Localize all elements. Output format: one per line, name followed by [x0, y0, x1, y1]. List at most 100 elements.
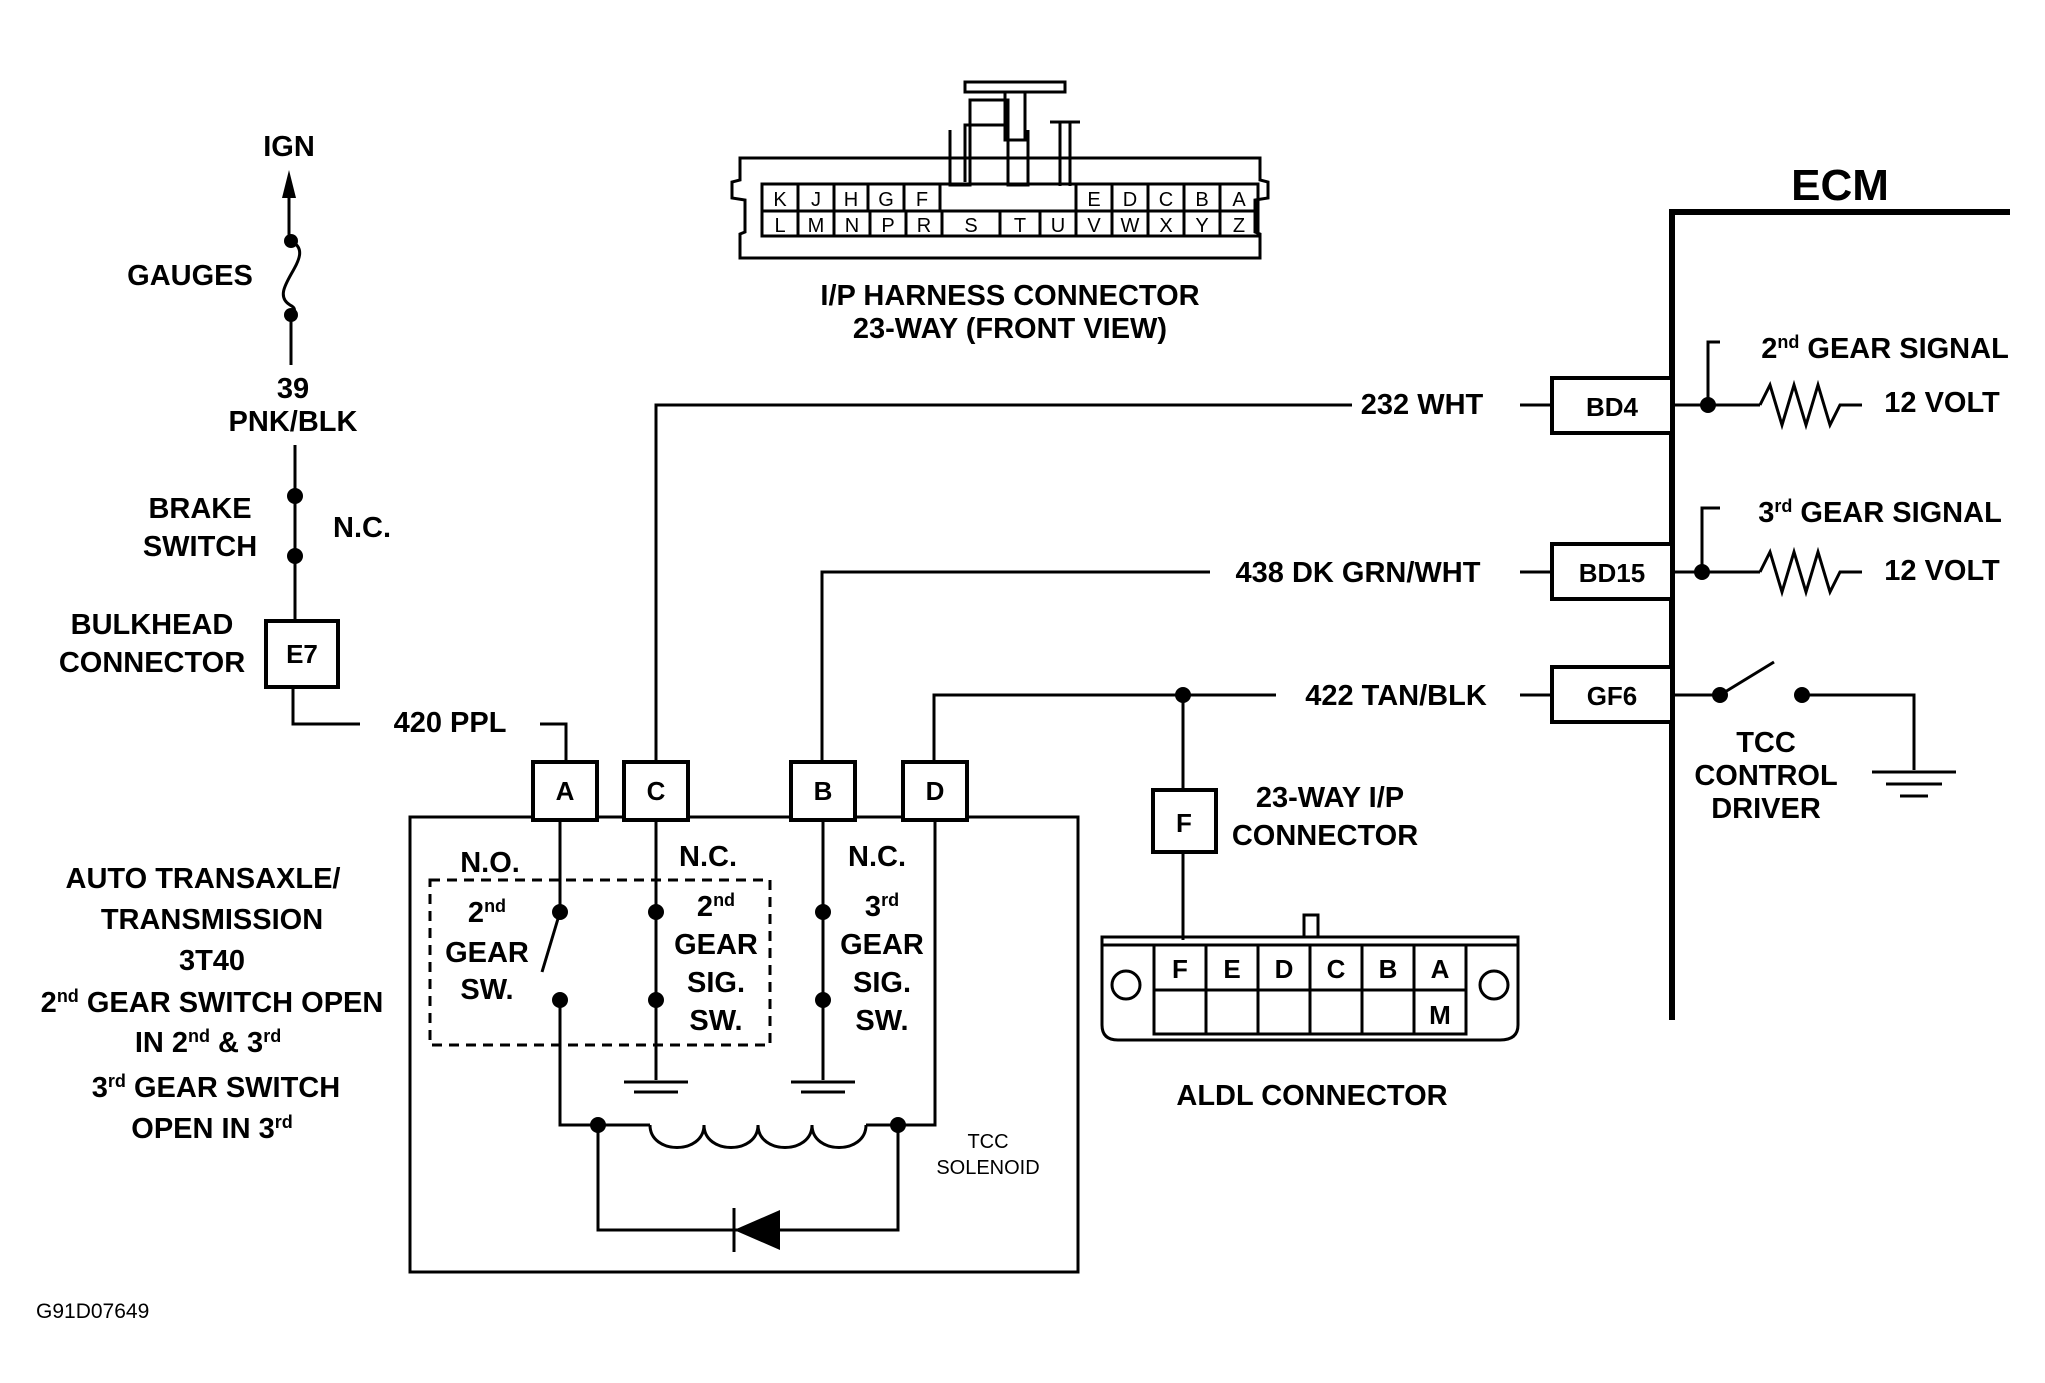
sig2-label-2: GEAR — [674, 929, 758, 961]
sig3-label-1: 3rd — [865, 890, 899, 923]
svg-text:P: P — [881, 215, 894, 237]
sw2-label-3: SW. — [460, 974, 513, 1006]
trans-desc-line-7: OPEN IN 3rd — [131, 1112, 292, 1145]
svg-text:D: D — [1275, 954, 1294, 984]
ip-harness-connector: K J H G F E D C B A — [730, 80, 1270, 345]
svg-text:B: B — [1195, 189, 1208, 211]
gear2-switch-icon — [540, 904, 568, 1008]
ip-connector-f: F 23-WAY I/P CONNECTOR — [1151, 782, 1418, 940]
sw2-label-2: GEAR — [445, 937, 529, 969]
svg-text:D: D — [1123, 189, 1137, 211]
trans-pin-d — [901, 760, 969, 822]
tcc-driver-switch-icon — [1712, 660, 1810, 703]
svg-text:C: C — [1327, 954, 1346, 984]
sig3-label-3: SIG. — [853, 967, 911, 999]
trans-pin-b — [789, 760, 857, 822]
gear2-sig-switch-icon — [648, 904, 664, 1008]
svg-text:3T40: 3T40 — [179, 945, 245, 977]
wire-438-label: 438 DK GRN/WHT — [1236, 557, 1481, 589]
svg-text:X: X — [1159, 215, 1172, 237]
figure-code: G91D07649 — [36, 1300, 149, 1323]
tcc-solenoid-label-1: TCC — [967, 1131, 1008, 1153]
svg-text:T: T — [1014, 215, 1026, 237]
svg-text:U: U — [1051, 215, 1065, 237]
trans-desc-line-6: 3rd GEAR SWITCH — [92, 1071, 340, 1104]
ip-row1-right: E D C B A — [1074, 184, 1246, 211]
svg-text:J: J — [811, 189, 821, 211]
aldl-title: ALDL CONNECTOR — [1176, 1080, 1447, 1112]
nc-label-1: N.C. — [679, 841, 737, 873]
svg-text:V: V — [1087, 215, 1101, 237]
wire-232-label: 232 WHT — [1361, 389, 1484, 421]
trans-pin-a — [531, 760, 599, 822]
svg-text:S: S — [964, 215, 977, 237]
tcc-driver-label-2: CONTROL — [1694, 760, 1837, 792]
svg-text:E: E — [1087, 189, 1100, 211]
svg-text:F: F — [916, 189, 928, 211]
ecm-pin-bd15 — [1550, 542, 1674, 601]
bulkhead-label-2: CONNECTOR — [59, 647, 245, 679]
ecm-ground-icon — [1872, 770, 1956, 798]
ecm-pin-gf6 — [1550, 665, 1674, 724]
brake-switch-icon — [287, 488, 303, 564]
svg-text:Y: Y — [1195, 215, 1208, 237]
tcc-solenoid-label-2: SOLENOID — [936, 1157, 1039, 1179]
svg-text:B: B — [814, 776, 833, 806]
volt-12-label-2: 12 VOLT — [1884, 555, 2000, 587]
brake-switch-label-2: SWITCH — [143, 531, 257, 563]
wire-422-label: 422 TAN/BLK — [1305, 680, 1487, 712]
svg-text:N: N — [845, 215, 859, 237]
svg-text:W: W — [1121, 215, 1140, 237]
brake-switch-label-1: BRAKE — [148, 493, 251, 525]
svg-text:F: F — [1172, 954, 1188, 984]
tcc-driver-label-1: TCC — [1736, 727, 1796, 759]
trans-desc-line-5: IN 2nd & 3rd — [135, 1026, 281, 1059]
tcc-solenoid-icon — [590, 1117, 906, 1149]
bulkhead-connector-e7 — [264, 619, 340, 689]
svg-text:A: A — [1232, 189, 1246, 211]
svg-text:M: M — [808, 215, 825, 237]
wire-420-label: 420 PPL — [394, 707, 507, 739]
svg-text:E: E — [1223, 954, 1240, 984]
svg-text:BD4: BD4 — [1586, 392, 1639, 422]
svg-text:B: B — [1379, 954, 1398, 984]
gear2-signal-label: 2nd GEAR SIGNAL — [1761, 332, 2009, 365]
svg-text:H: H — [844, 189, 858, 211]
gear3-signal-label: 3rd GEAR SIGNAL — [1758, 496, 2002, 529]
ip-connector-label-1: 23-WAY I/P — [1256, 782, 1404, 814]
nc-label-2: N.C. — [848, 841, 906, 873]
svg-text:M: M — [1429, 1000, 1451, 1030]
svg-text:D: D — [926, 776, 945, 806]
svg-text:C: C — [1159, 189, 1173, 211]
ip-harness-title-1: I/P HARNESS CONNECTOR — [820, 280, 1199, 312]
gear3-sig-ground-icon — [791, 1080, 855, 1094]
gear2-sig-ground-icon — [624, 1080, 688, 1094]
pnk-blk-label: PNK/BLK — [229, 406, 358, 438]
svg-text:A: A — [1431, 954, 1450, 984]
ign-arrow-icon — [282, 170, 296, 198]
bulkhead-label-1: BULKHEAD — [71, 609, 234, 641]
signal-wires: 232 WHT 438 DK GRN/WHT 422 TAN/BLK — [654, 389, 1487, 790]
circuit-39-label: 39 — [277, 373, 309, 405]
sig3-label-4: SW. — [855, 1005, 908, 1037]
svg-text:C: C — [647, 776, 666, 806]
ip-connector-label-2: CONNECTOR — [1232, 820, 1418, 852]
brake-switch-nc-label: N.C. — [333, 512, 391, 544]
clamp-diode-icon — [596, 1125, 900, 1252]
sig2-label-1: 2nd — [697, 890, 735, 923]
ecm-title: ECM — [1791, 161, 1889, 210]
no-label: N.O. — [460, 847, 520, 879]
svg-text:TRANSMISSION: TRANSMISSION — [101, 904, 323, 936]
svg-text:Z: Z — [1233, 215, 1245, 237]
aldl-connector: F E D C B A M ALDL CONNECTOR — [1100, 913, 1520, 1112]
ip-row1-left: K J H G F — [773, 184, 942, 211]
ip-row2: L M N P R S T U V W X Y Z — [774, 211, 1245, 237]
sig3-label-2: GEAR — [840, 929, 924, 961]
bulkhead-pin-label: E7 — [286, 639, 318, 669]
ecm-module: ECM BD4 2nd GEAR SIGNAL 12 VOLT BD15 3rd… — [1520, 161, 2010, 1020]
gauges-fuse-icon — [281, 234, 302, 322]
ip-harness-title-2: 23-WAY (FRONT VIEW) — [853, 313, 1167, 345]
svg-text:K: K — [773, 189, 787, 211]
sig2-label-3: SIG. — [687, 967, 745, 999]
